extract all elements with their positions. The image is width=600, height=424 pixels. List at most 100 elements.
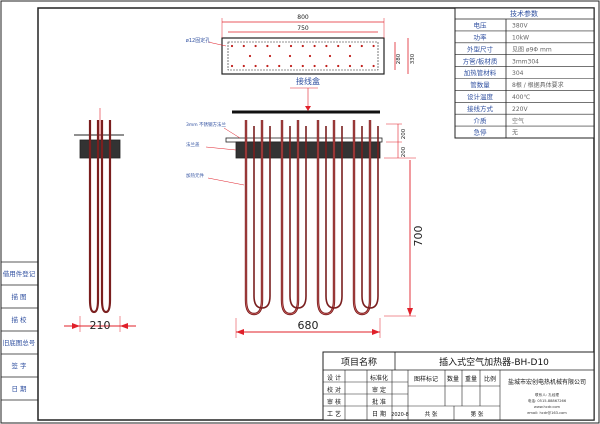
dim-750-label: 750 <box>297 25 309 32</box>
spec-value-8: 空气 <box>512 117 524 125</box>
col-header-3: 比例 <box>484 375 496 383</box>
flange-hole-19 <box>337 64 340 68</box>
spec-table-title: 技术参数 <box>510 9 538 18</box>
left-col-item-2: 描 校 <box>11 315 27 324</box>
flange-hole-18 <box>337 44 340 48</box>
flange-hole-9 <box>278 64 281 68</box>
flange-hole-28 <box>288 54 292 58</box>
flange-hole-15 <box>313 64 316 68</box>
flange-hole-10 <box>289 44 293 48</box>
left-col-item-3: 旧底图总号 <box>3 338 36 347</box>
side-view: 210 <box>64 108 136 332</box>
flange-hole-23 <box>360 64 363 68</box>
role-2: 审 核 <box>327 398 341 406</box>
project-name-label: 项目名称 <box>341 356 377 368</box>
side-tube-1 <box>100 120 112 314</box>
flange-hole-29 <box>308 54 312 58</box>
title-block: 项目名称 插入式空气加热器-BH-D10 设 计 校 对 审 核 工 艺 标准化… <box>322 351 595 421</box>
dim-210-label: 210 <box>90 319 111 332</box>
col-header-1: 数量 <box>447 375 459 383</box>
flange-hole-30 <box>328 54 332 58</box>
insulation-block <box>235 141 381 159</box>
heater-inner-loop-2 <box>325 126 343 309</box>
flange-hole-11 <box>289 64 293 68</box>
flange-hole-17 <box>325 64 328 68</box>
spec-label-4: 加热管材料 <box>464 68 497 77</box>
heating-element-label: 加热元件 <box>186 172 204 179</box>
flange-hole-7 <box>266 64 269 68</box>
dim-680-label: 680 <box>298 319 319 332</box>
heater-loop-highlight-3 <box>353 120 371 315</box>
flange-hole-26 <box>248 54 252 58</box>
drawing-border <box>37 7 595 421</box>
front-view: 接线盒 3mm 不锈钢方法兰 法兰盖 加热元件 680 700 200 <box>186 76 425 338</box>
flange-hole-31 <box>348 54 352 58</box>
contact-line-1: 电话: 0515-88867266 <box>528 398 567 403</box>
top-flange-outline <box>221 37 385 75</box>
heater-inner-loop-1 <box>289 126 307 309</box>
spec-value-4: 304 <box>512 70 524 77</box>
role-1: 校 对 <box>327 386 341 394</box>
spec-label-3: 方管/板材质 <box>463 56 498 65</box>
role-3: 工 艺 <box>327 410 341 418</box>
spec-label-9: 急停 <box>474 128 488 137</box>
flange-plate <box>225 137 383 143</box>
role-col-3: 日 期 <box>372 410 386 418</box>
spec-value-0: 380V <box>512 23 528 30</box>
spec-label-0: 电压 <box>474 21 488 30</box>
flange-hole-22 <box>360 44 363 48</box>
dim-280-label: 280 <box>396 53 402 64</box>
spec-value-3: 3mm304 <box>512 58 539 65</box>
flange-hole-12 <box>301 44 304 48</box>
spec-value-9: 无 <box>512 130 518 137</box>
sheet-total: 共 张 <box>425 410 438 418</box>
flange-hole-20 <box>348 44 352 48</box>
spec-label-6: 设计温度 <box>467 92 494 101</box>
spec-value-2: 见图 ø9Φ mm <box>512 46 552 53</box>
spec-table: 技术参数 电压 380V 功率 10kW 外型尺寸 见图 ø9Φ mm 方管/板材质 3mm3… <box>454 7 595 139</box>
role-col-2: 批 准 <box>372 398 386 406</box>
contact-line-3: email: hcdr@163.com <box>527 411 567 415</box>
flange-hole-2 <box>242 44 245 48</box>
flange-holes <box>230 44 375 68</box>
flange-hole-1 <box>230 64 234 68</box>
spec-label-5: 管数量 <box>470 80 490 89</box>
plate-label: 3mm 不锈钢方法兰 <box>186 121 227 128</box>
spec-label-7: 接线方式 <box>467 104 494 113</box>
top-view: 800 750 280 330 ø12固定孔 <box>186 14 416 75</box>
spec-value-1: 10kW <box>512 35 529 42</box>
role-col-1: 审 定 <box>372 386 386 394</box>
flange-hole-21 <box>348 64 352 68</box>
project-name: 插入式空气加热器-BH-D10 <box>439 356 549 368</box>
top-flange-inner <box>227 41 379 71</box>
role-0: 设 计 <box>327 374 341 382</box>
flange-hole-0 <box>230 44 234 48</box>
dim-200a-label: 200 <box>401 128 407 139</box>
heater-inner-loop-0 <box>253 126 271 309</box>
heater-loop-highlight-1 <box>281 120 299 315</box>
dim-200b-label: 200 <box>401 146 407 157</box>
junction-box-label: 接线盒 <box>296 76 320 86</box>
dim-330-label: 330 <box>410 53 416 64</box>
left-col-item-0: 借用件登记 <box>3 269 36 278</box>
role-col-0: 标准化 <box>370 374 388 382</box>
spec-value-5: 8根 / 根据具体要求 <box>512 81 564 89</box>
flange-hole-25 <box>372 64 375 68</box>
flange-hole-8 <box>278 44 281 48</box>
flange-hole-4 <box>254 44 257 48</box>
spec-label-1: 功率 <box>474 33 488 42</box>
left-registration-column: 借用件登记 描 图 描 校 旧底图总号 签 字 日 期 <box>1 261 38 401</box>
sheet-number: 第 张 <box>471 410 484 418</box>
heater-loop-highlight-0 <box>245 120 263 315</box>
heater-loop-highlight-2 <box>317 120 335 315</box>
spec-label-8: 介质 <box>474 116 488 125</box>
left-col-item-1: 描 图 <box>11 292 26 301</box>
flange-hole-3 <box>242 64 245 68</box>
flange-hole-14 <box>313 44 316 48</box>
company-name: 盐城市宏创电热机械有限公司 <box>508 378 586 386</box>
spec-label-2: 外型尺寸 <box>467 44 494 53</box>
heater-inner-loop-3 <box>361 126 379 309</box>
flange-hole-27 <box>268 54 272 58</box>
